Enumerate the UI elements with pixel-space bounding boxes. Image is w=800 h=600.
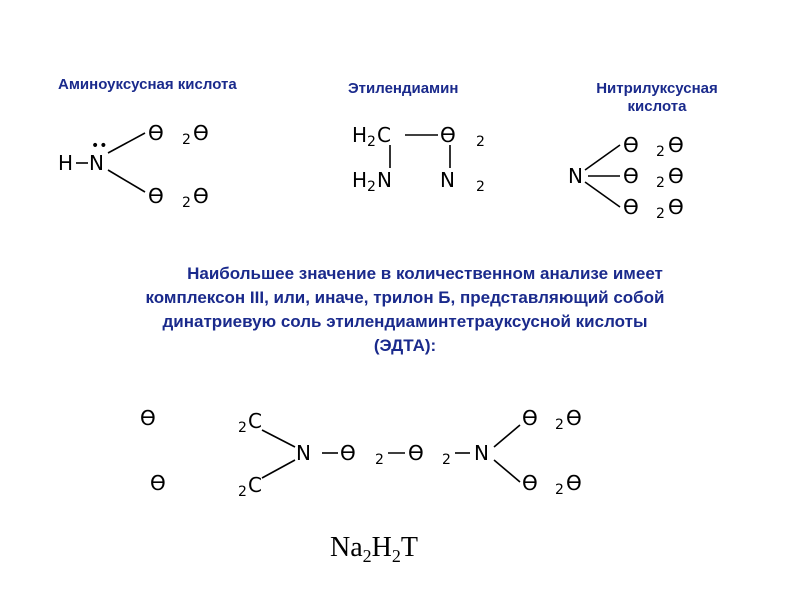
atom-h: H xyxy=(58,151,73,175)
bonds xyxy=(76,132,621,483)
para-line3: динатриевую соль этилендиаминтетрауксусн… xyxy=(162,312,648,331)
formula-h: H xyxy=(371,532,392,563)
subscript-2: 2 xyxy=(555,482,564,498)
subscript-2: 2 xyxy=(476,134,485,150)
atom-glyph: Ɵ xyxy=(668,133,684,157)
subscript-2: 2 xyxy=(182,132,191,148)
atom-glyph: Ɵ xyxy=(623,164,639,188)
subscript-2: 2 xyxy=(656,175,665,191)
subscript-2: 2 xyxy=(182,195,191,211)
subscript-2: 2 xyxy=(367,134,376,150)
atom-glyph: Ɵ xyxy=(522,406,538,430)
formula-t: T xyxy=(400,532,418,563)
atom-h: H xyxy=(352,168,367,192)
title-nitril-line2: кислота xyxy=(627,98,687,115)
bond xyxy=(261,459,296,479)
atom-c-glyph: Ɵ xyxy=(148,121,164,145)
atom-glyph: Ɵ xyxy=(440,123,456,147)
subscript-2: 2 xyxy=(375,452,384,468)
atom-glyph: Ɵ xyxy=(193,184,209,208)
subscript-2: 2 xyxy=(656,144,665,160)
formula-na: Na xyxy=(330,532,363,563)
subscript-2: 2 xyxy=(238,484,247,500)
atom-glyph: Ɵ xyxy=(408,441,424,465)
atom-n: N xyxy=(377,168,392,192)
subscript-2: 2 xyxy=(238,420,247,436)
formula-h-sub: 2 xyxy=(391,546,401,566)
atom-glyph: Ɵ xyxy=(340,441,356,465)
description-paragraph: Наибольшее значение в количественном ана… xyxy=(60,262,750,358)
atom-glyph: Ɵ xyxy=(193,121,209,145)
atom-c: C xyxy=(248,473,262,497)
atom-n: N xyxy=(89,151,104,175)
title-ethylenediamine: Этилендиамин xyxy=(348,80,459,97)
atom-glyph: Ɵ xyxy=(623,195,639,219)
bond xyxy=(107,132,146,154)
subscript-2: 2 xyxy=(656,206,665,222)
atom-glyph: Ɵ xyxy=(668,164,684,188)
bond xyxy=(493,459,521,483)
atom-c-glyph: Ɵ xyxy=(148,184,164,208)
bond xyxy=(584,181,621,208)
atom-n: N xyxy=(296,441,311,465)
atom-glyph: Ɵ xyxy=(566,471,582,495)
atom-glyph: Ɵ xyxy=(566,406,582,430)
bond xyxy=(261,429,296,448)
atom-glyph: Ɵ xyxy=(150,471,166,495)
atom-glyph: Ɵ xyxy=(668,195,684,219)
atom-glyph: Ɵ xyxy=(623,133,639,157)
para-line2: комплексон III, или, иначе, трилон Б, пр… xyxy=(145,288,665,307)
atom-glyph: Ɵ xyxy=(140,406,156,430)
title-aminoacetic-acid: Аминоуксусная кислота xyxy=(58,76,237,93)
formula-na-sub: 2 xyxy=(362,546,372,566)
para-line1: Наибольшее значение в количественном ана… xyxy=(187,264,663,283)
atom-n: N xyxy=(568,164,583,188)
subscript-2: 2 xyxy=(555,417,564,433)
title-nitril-line1: Нитрилуксусная xyxy=(596,80,718,97)
atom-n: N xyxy=(474,441,489,465)
subscript-2: 2 xyxy=(442,452,451,468)
subscript-2: 2 xyxy=(476,179,485,195)
lone-pair-dots: •• xyxy=(91,138,108,154)
bond xyxy=(493,424,521,448)
atom-n: N xyxy=(440,168,455,192)
para-line4: (ЭДТА): xyxy=(373,336,437,355)
bond xyxy=(107,169,146,193)
atom-glyph: Ɵ xyxy=(522,471,538,495)
bond xyxy=(584,144,621,171)
trilon-formula: Na2H2T xyxy=(330,532,418,567)
atom-c: C xyxy=(377,123,391,147)
atom-h: H xyxy=(352,123,367,147)
atom-c: C xyxy=(248,409,262,433)
subscript-2: 2 xyxy=(367,179,376,195)
title-nitrilotriacetic-acid: Нитрилуксусная кислота xyxy=(572,80,742,116)
